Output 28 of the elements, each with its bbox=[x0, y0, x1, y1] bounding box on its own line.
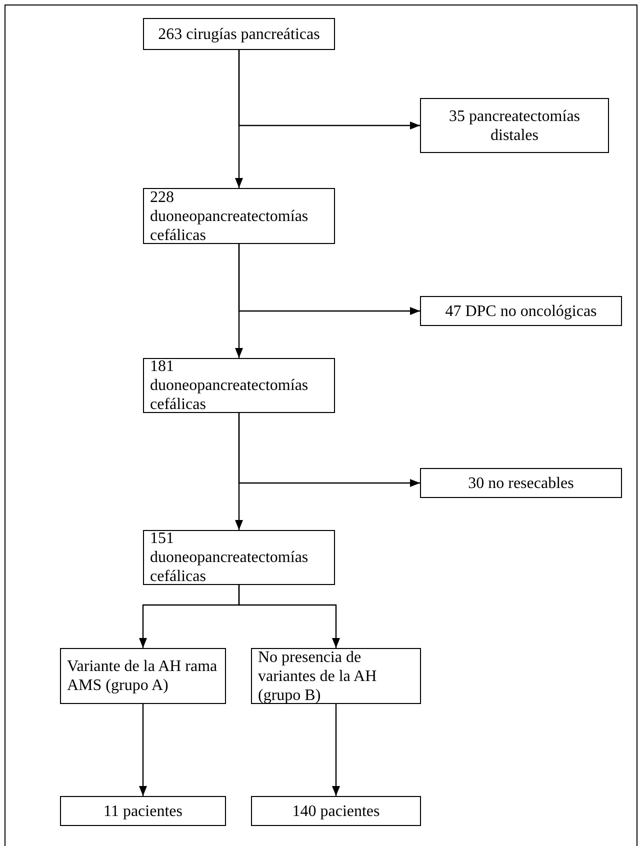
arrow bbox=[332, 704, 340, 796]
arrow bbox=[139, 704, 147, 796]
box-label: 11 pacientes bbox=[102, 802, 184, 820]
box-label: 151 duoneopancreatectomías cefálicas bbox=[150, 529, 310, 586]
arrow bbox=[238, 413, 420, 487]
box-label: Variante de la AH rama AMS (grupo A) bbox=[67, 657, 218, 695]
arrow bbox=[238, 244, 420, 315]
process-box bbox=[420, 98, 609, 153]
process-box bbox=[251, 648, 421, 704]
process-box bbox=[143, 358, 335, 413]
box-label: 263 cirugías pancreáticas bbox=[157, 24, 321, 44]
process-box bbox=[251, 796, 421, 826]
process-box bbox=[143, 18, 335, 50]
arrow bbox=[238, 50, 420, 130]
process-box bbox=[143, 530, 335, 585]
box-label: 181 duoneopancreatectomías cefálicas bbox=[150, 357, 310, 414]
box-label: No presencia de variantes de la AH (grupo B) bbox=[258, 648, 378, 704]
box-label: 228 duoneopancreatectomías cefálicas bbox=[150, 188, 310, 244]
arrow bbox=[238, 585, 340, 648]
process-box bbox=[60, 648, 226, 704]
process-box bbox=[60, 796, 226, 826]
box-label: 35 pancreatectomías distales bbox=[448, 106, 582, 144]
process-box bbox=[420, 296, 622, 326]
process-box bbox=[420, 468, 622, 498]
process-box bbox=[143, 188, 335, 244]
box-label: 30 no resecables bbox=[467, 474, 575, 492]
box-label: 47 DPC no oncológicas bbox=[444, 302, 598, 320]
box-label: 140 pacientes bbox=[291, 802, 381, 820]
